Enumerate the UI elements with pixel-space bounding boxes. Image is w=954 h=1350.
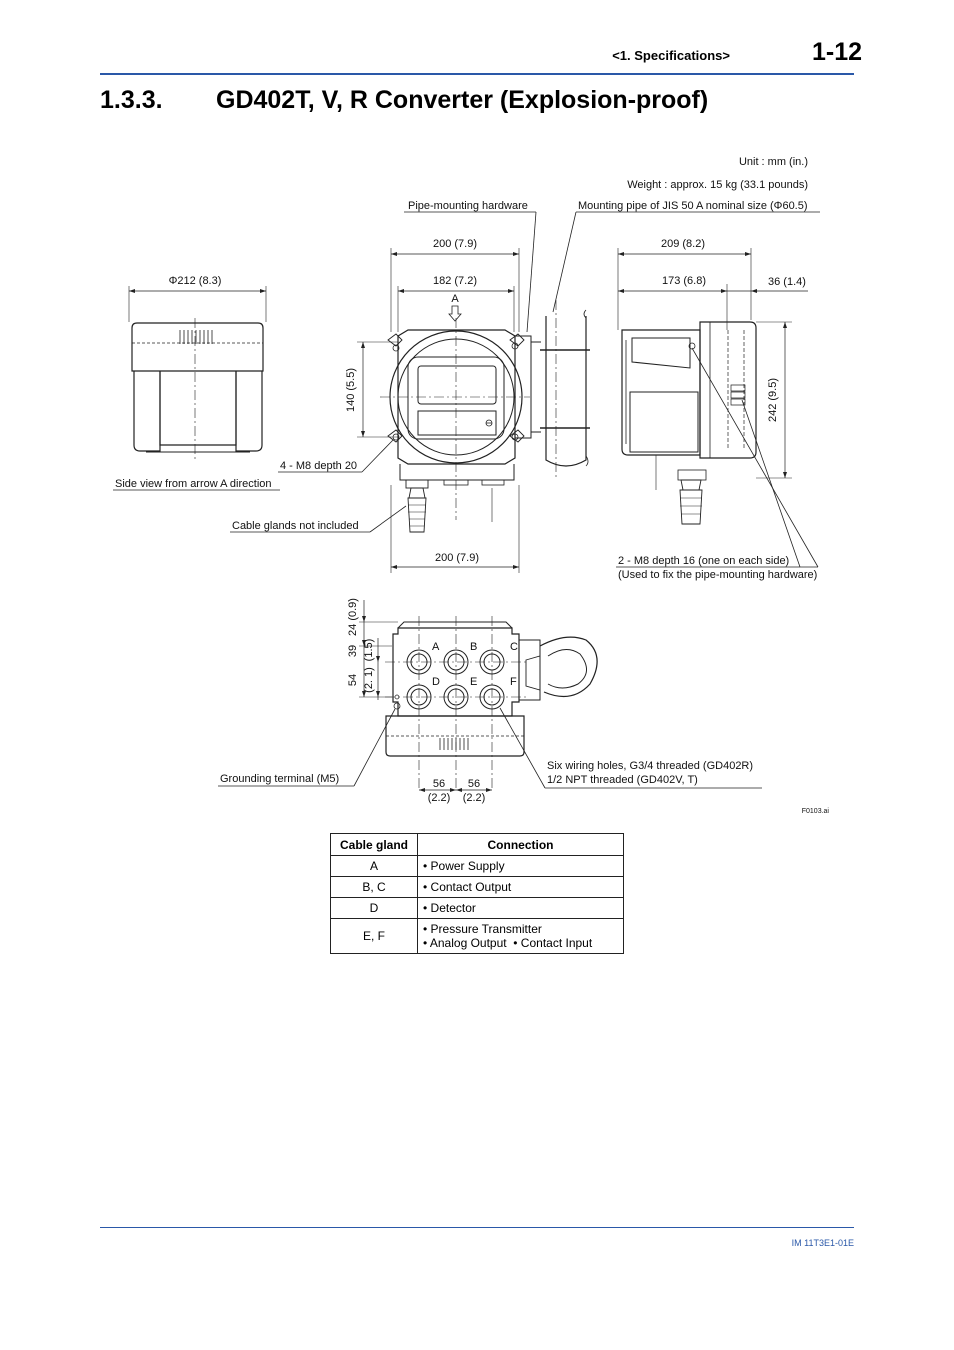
cable-gland-table: Cable gland Connection A • Power Supply … xyxy=(330,833,624,954)
connection-text: • Pressure Transmitter xyxy=(423,922,542,936)
grounding-label: Grounding terminal (M5) xyxy=(220,773,339,785)
connection-text: • Detector xyxy=(423,901,476,915)
dim-21: (2. 1) xyxy=(363,667,375,693)
header-cable-gland: Cable gland xyxy=(330,833,418,856)
hole-d-label: D xyxy=(432,676,440,688)
dim-56-left-in: (2.2) xyxy=(428,792,451,804)
figure-id: F0103.ai xyxy=(802,808,830,815)
hole-a-label: A xyxy=(432,641,440,653)
connection-cell: • Pressure Transmitter • Analog Output •… xyxy=(417,918,624,954)
section-number: 1.3.3. xyxy=(100,86,163,114)
unit-note: Unit : mm (in.) xyxy=(739,156,808,168)
gland-cell: E, F xyxy=(330,918,418,954)
table-header-row: Cable gland Connection xyxy=(330,833,624,856)
hole-e-label: E xyxy=(470,676,477,688)
header-rule xyxy=(100,73,854,75)
page-title: GD402T, V, R Converter (Explosion-proof) xyxy=(216,86,709,114)
dimension-drawing: Unit : mm (in.) Weight : approx. 15 kg (… xyxy=(113,156,829,815)
section-header: <1. Specifications> xyxy=(612,48,730,63)
header-connection: Connection xyxy=(417,833,624,856)
dim-182: 182 (7.2) xyxy=(433,275,477,287)
right-view-drawing: 209 (8.2) 173 (6.8) 36 (1.4) 242 (9.5) 2… xyxy=(616,238,819,581)
dim-242: 242 (9.5) xyxy=(767,378,779,422)
dim-200-top: 200 (7.9) xyxy=(433,238,477,250)
hole-f-label: F xyxy=(510,676,517,688)
pipe-hardware-label: Pipe-mounting hardware xyxy=(408,200,528,212)
connection-text: • Power Supply xyxy=(423,859,505,873)
six-holes-line1: Six wiring holes, G3/4 threaded (GD402R) xyxy=(547,760,753,772)
side-view-label: Side view from arrow A direction xyxy=(115,478,272,490)
dim-140: 140 (5.5) xyxy=(345,368,357,412)
six-holes-line2: 1/2 NPT threaded (GD402V, T) xyxy=(547,774,698,786)
arrow-a-label: A xyxy=(451,293,459,305)
weight-note: Weight : approx. 15 kg (33.1 pounds) xyxy=(627,179,808,191)
page-number: 1-12 xyxy=(812,38,863,66)
connection-cell: • Power Supply xyxy=(417,855,624,877)
dim-56-right-in: (2.2) xyxy=(463,792,486,804)
dim-56-right: 56 xyxy=(468,778,480,790)
mounting-pipe-label: Mounting pipe of JIS 50 A nominal size (… xyxy=(578,200,808,212)
dim-24: 24 (0.9) xyxy=(347,598,359,636)
cable-glands-label: Cable glands not included xyxy=(232,520,359,532)
dim-phi212: Φ212 (8.3) xyxy=(169,275,222,287)
gland-cell: A xyxy=(330,855,418,877)
dim-39: 39 xyxy=(347,645,359,657)
table-row: B, C • Contact Output xyxy=(330,876,624,898)
dim-15: (1.5) xyxy=(363,639,375,662)
gland-cell: D xyxy=(330,897,418,919)
hole-b-label: B xyxy=(470,641,477,653)
m8-depth16-note: (Used to fix the pipe-mounting hardware) xyxy=(618,569,817,581)
table-row: E, F • Pressure Transmitter • Analog Out… xyxy=(330,918,624,954)
gland-cell: B, C xyxy=(330,876,418,898)
side-view-drawing: Φ212 (8.3) Side view from arrow A direct… xyxy=(113,275,280,491)
connection-text: • Contact Output xyxy=(423,880,512,894)
table-row: A • Power Supply xyxy=(330,855,624,877)
bottom-view-drawing: A B C D E F 24 (0.9) 39 (1.5) 54 (2. 1) … xyxy=(218,598,829,815)
m8-depth16-label: 2 - M8 depth 16 (one on each side) xyxy=(618,555,789,567)
m8-depth20-label: 4 - M8 depth 20 xyxy=(280,460,357,472)
dim-173: 173 (6.8) xyxy=(662,275,706,287)
dim-200-bottom: 200 (7.9) xyxy=(435,552,479,564)
dim-54: 54 xyxy=(347,674,359,686)
dim-36: 36 (1.4) xyxy=(768,276,806,288)
footer-rule xyxy=(100,1227,854,1228)
connection-text: • Analog Output • Contact Input xyxy=(423,936,593,950)
table-row: D • Detector xyxy=(330,897,624,919)
front-view-drawing: 200 (7.9) 182 (7.2) A xyxy=(230,238,590,573)
document-id: IM 11T3E1-01E xyxy=(791,1238,854,1248)
dim-209: 209 (8.2) xyxy=(661,238,705,250)
dim-56-left: 56 xyxy=(433,778,445,790)
connection-cell: • Contact Output xyxy=(417,876,624,898)
hole-c-label: C xyxy=(510,641,518,653)
connection-cell: • Detector xyxy=(417,897,624,919)
